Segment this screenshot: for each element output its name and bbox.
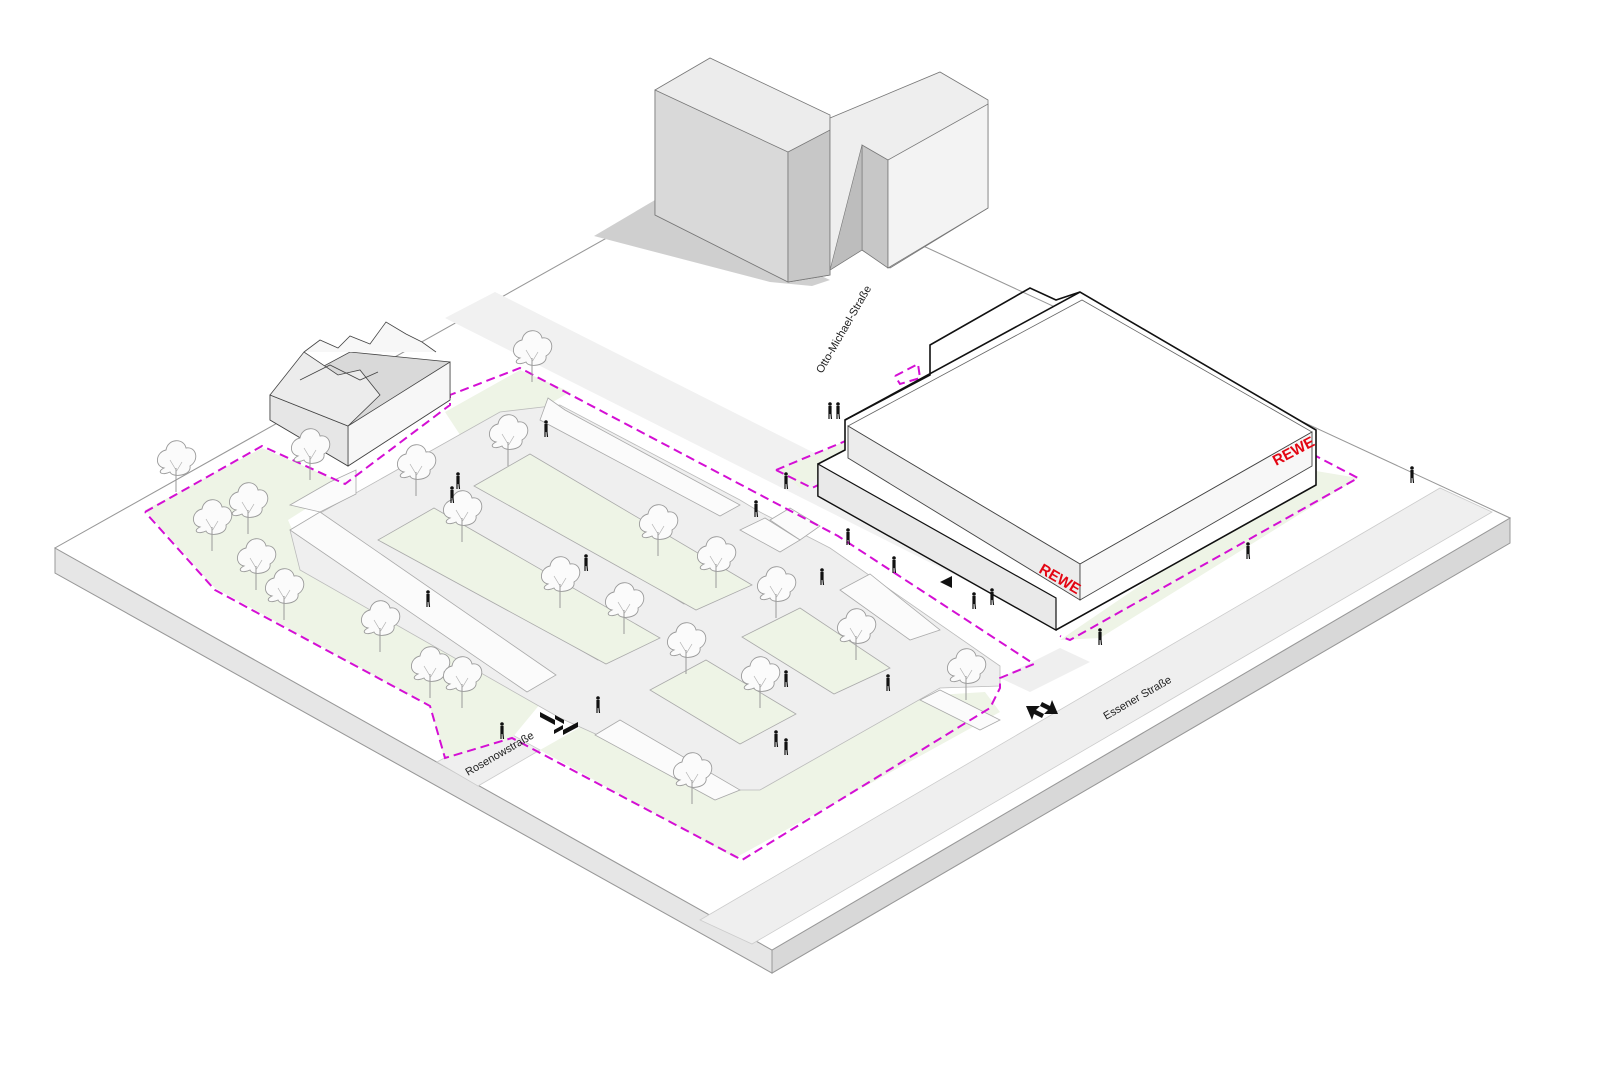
street-essener	[699, 487, 1493, 945]
rewe-store: REWE REWE	[817, 287, 1318, 632]
planting-islands	[377, 453, 891, 745]
access-arrows-west	[540, 712, 578, 735]
property-boundary	[144, 362, 1361, 862]
neighbour-large-building	[654, 57, 989, 283]
access-arrows-east	[1026, 700, 1058, 720]
